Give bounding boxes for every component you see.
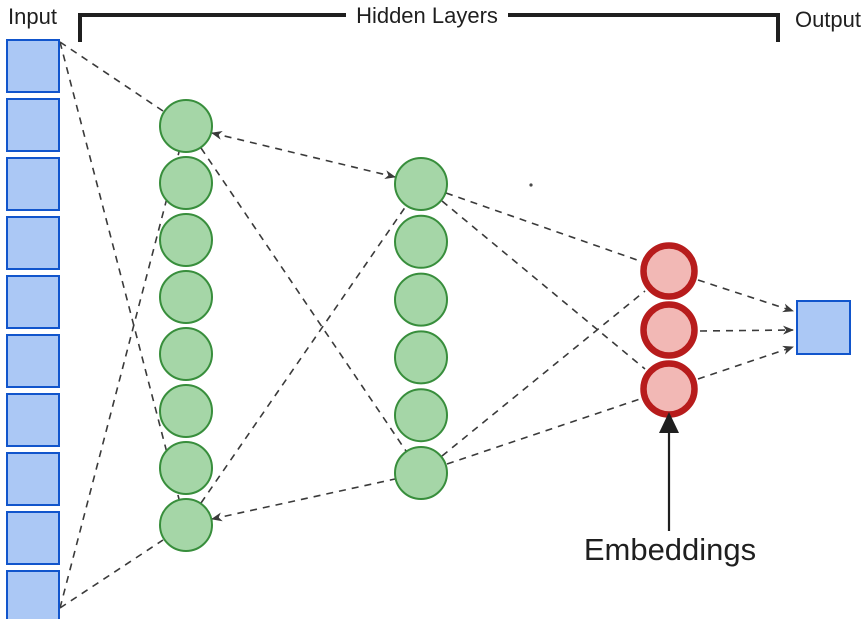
input-node [6, 39, 60, 93]
hidden-node [159, 156, 213, 210]
connection-line [59, 41, 164, 112]
stray-dot [529, 183, 533, 187]
input-node [6, 216, 60, 270]
connection-line [211, 478, 396, 522]
input-node [6, 452, 60, 506]
connection-line [59, 41, 180, 500]
hidden-node [159, 213, 213, 267]
embedding-node [640, 242, 698, 300]
hidden-node [394, 446, 448, 500]
connection-line [697, 345, 794, 380]
hidden-node [159, 327, 213, 381]
input-node [6, 334, 60, 388]
embedding-node [640, 360, 698, 418]
hidden-node [394, 214, 448, 269]
input-node [6, 157, 60, 211]
embeddings-label: Embeddings [584, 532, 756, 567]
connection-line [59, 151, 180, 609]
connection-line [446, 398, 641, 465]
connection-line [59, 539, 164, 609]
hidden-node [159, 270, 213, 324]
input-node [6, 570, 60, 619]
connection-line [699, 325, 794, 335]
connection-line [445, 192, 641, 262]
hidden-layers-label: Hidden Layers [356, 3, 498, 28]
hidden-layers-bracket-right [508, 13, 780, 42]
connection-line [441, 200, 646, 370]
hidden-node [159, 441, 213, 495]
hidden-node [159, 498, 213, 552]
hidden-layers-bracket-left [78, 13, 346, 42]
output-label: Output [795, 7, 861, 32]
input-node [6, 98, 60, 152]
hidden-node [394, 272, 448, 327]
hidden-node [394, 330, 448, 385]
hidden-node [394, 157, 448, 211]
hidden-node [159, 99, 213, 153]
embedding-node [640, 301, 698, 359]
hidden-node [394, 388, 448, 443]
connection-line [441, 290, 646, 457]
embeddings-arrowhead [659, 412, 679, 433]
output-node [796, 300, 851, 355]
hidden-node [159, 384, 213, 438]
input-label: Input [8, 4, 57, 29]
input-node [6, 275, 60, 329]
connection-line [200, 205, 407, 504]
input-node [6, 393, 60, 447]
connection-line [697, 279, 794, 313]
input-node [6, 511, 60, 565]
connection-line [200, 147, 407, 452]
connection-line [211, 130, 396, 180]
